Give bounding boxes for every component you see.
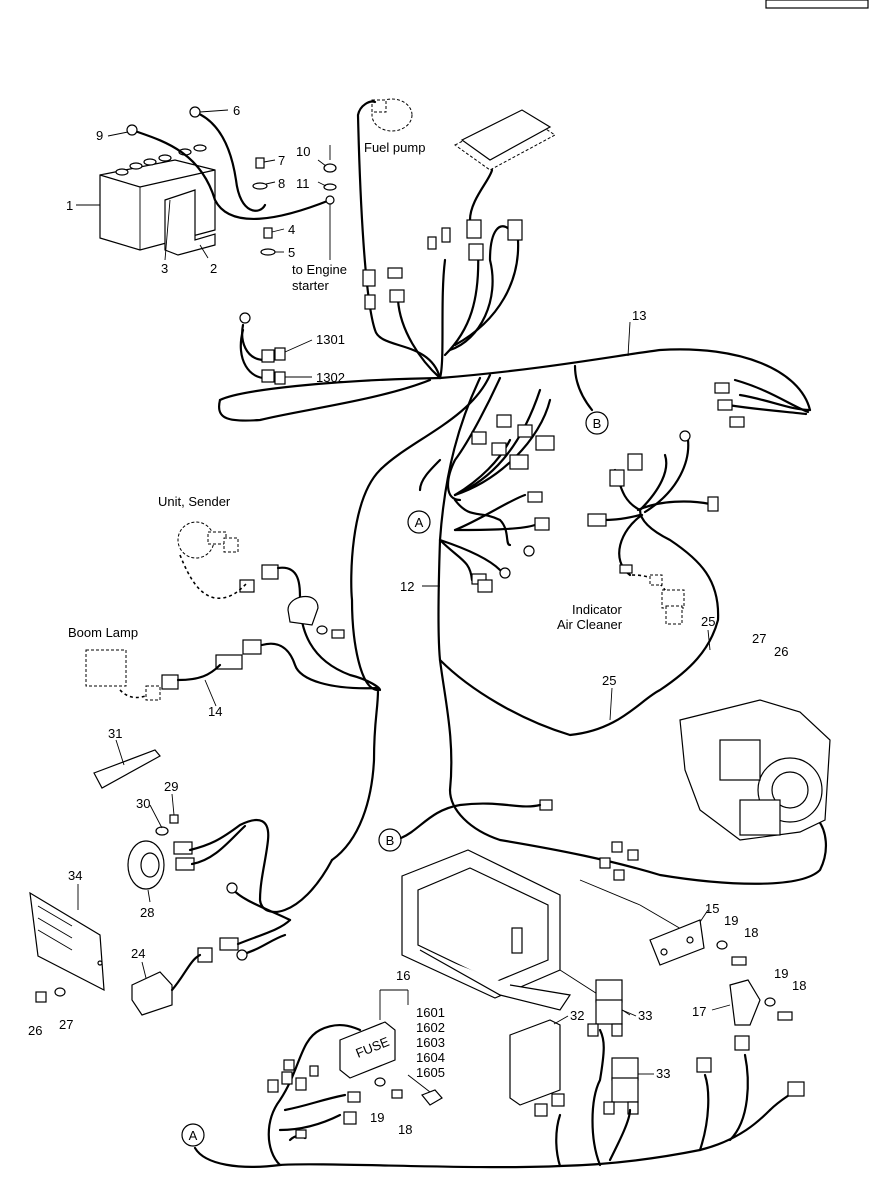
ref-34: 34 [68,868,82,883]
ref-16: 16 [396,968,410,983]
fuel-pump-label: Fuel pump [364,140,425,155]
engine-part [679,699,831,841]
ref-3: 3 [161,261,168,276]
junction-b-lower: B [378,802,542,852]
ref-1602: 1602 [416,1020,445,1035]
ref-19-right: 19 [774,966,788,981]
ref-13: 13 [632,308,646,323]
ref-18-right: 18 [792,978,806,993]
indicator-label-line2: Air Cleaner [557,617,623,632]
battery-fasteners [252,157,337,260]
harness-14 [176,642,380,690]
ref-5: 5 [288,245,295,260]
svg-text:A: A [189,1128,198,1143]
unit-sender-part [177,521,382,692]
engine-starter-label-line2: starter [292,278,330,293]
unit-sender-label: Unit, Sender [158,494,231,509]
decal-plate-34 [29,891,105,1003]
harness-13 [217,100,812,422]
controller-box-top [454,109,556,171]
ref-27-left: 27 [59,1017,73,1032]
ref-18-bottom: 18 [398,1122,412,1137]
svg-text:B: B [386,833,395,848]
work-lamp-24 [131,882,292,1016]
ref-25-lower: 25 [602,673,616,688]
ref-1605: 1605 [416,1065,445,1080]
relay-33-lower [603,1057,639,1115]
fuse-box-16: FUSE [339,1021,443,1106]
ref-10: 10 [296,144,310,159]
clamp-bracket [287,596,345,639]
junction-a-upper: A [407,510,431,534]
ref-17: 17 [692,1004,706,1019]
ref-2: 2 [210,261,217,276]
ref-25-upper: 25 [701,614,715,629]
ref-1301: 1301 [316,332,345,347]
ref-26-right: 26 [774,644,788,659]
ref-9: 9 [96,128,103,143]
ref-1302: 1302 [316,370,345,385]
ref-14: 14 [208,704,222,719]
ref-29: 29 [164,779,178,794]
ref-1: 1 [66,198,73,213]
ref-8: 8 [278,176,285,191]
svg-text:A: A [415,515,424,530]
ref-33-lower: 33 [656,1066,670,1081]
svg-text:B: B [593,416,602,431]
part-number-callouts: 1 2 3 4 5 6 7 8 9 10 11 1301 1302 13 12 … [28,103,806,1137]
indicator-label-line1: Indicator [572,602,623,617]
harness-12 [330,364,827,885]
boom-lamp-label: Boom Lamp [68,625,138,640]
ref-11: 11 [296,176,310,191]
ref-24: 24 [131,946,145,961]
ref-1603: 1603 [416,1035,445,1050]
harness-connectors [161,219,745,881]
ref-15: 15 [705,901,719,916]
ref-28: 28 [140,905,154,920]
leader-lines [76,109,731,1093]
part-31 [93,749,161,789]
junction-a-lower: A [181,1123,205,1147]
ref-18-upper: 18 [744,925,758,940]
fuel-pump-part [371,98,413,132]
ref-27-right: 27 [752,631,766,646]
ref-30: 30 [136,796,150,811]
horn-part [127,814,334,913]
bottom-harness [193,1023,805,1169]
ref-26-left: 26 [28,1023,42,1038]
ref-1601: 1601 [416,1005,445,1020]
title-frame-box [765,0,869,9]
ref-7: 7 [278,153,285,168]
ref-32: 32 [570,1008,584,1023]
ref-33-upper: 33 [638,1008,652,1023]
ref-1604: 1604 [416,1050,445,1065]
boom-lamp-part [85,649,161,701]
junction-b-upper: B [585,411,609,435]
ref-19-upper: 19 [724,913,738,928]
air-cleaner-indicator-part [631,574,685,625]
battery-assembly [99,106,335,256]
ref-4: 4 [288,222,295,237]
bracket-17 [729,979,793,1026]
controller-unit-32 [509,1019,561,1106]
relay-33-upper [587,979,623,1037]
ref-19-bottom: 19 [370,1110,384,1125]
ref-31: 31 [108,726,122,741]
ref-6: 6 [233,103,240,118]
bracket-15 [649,919,747,966]
engine-starter-label-line1: to Engine [292,262,347,277]
ref-12: 12 [400,579,414,594]
